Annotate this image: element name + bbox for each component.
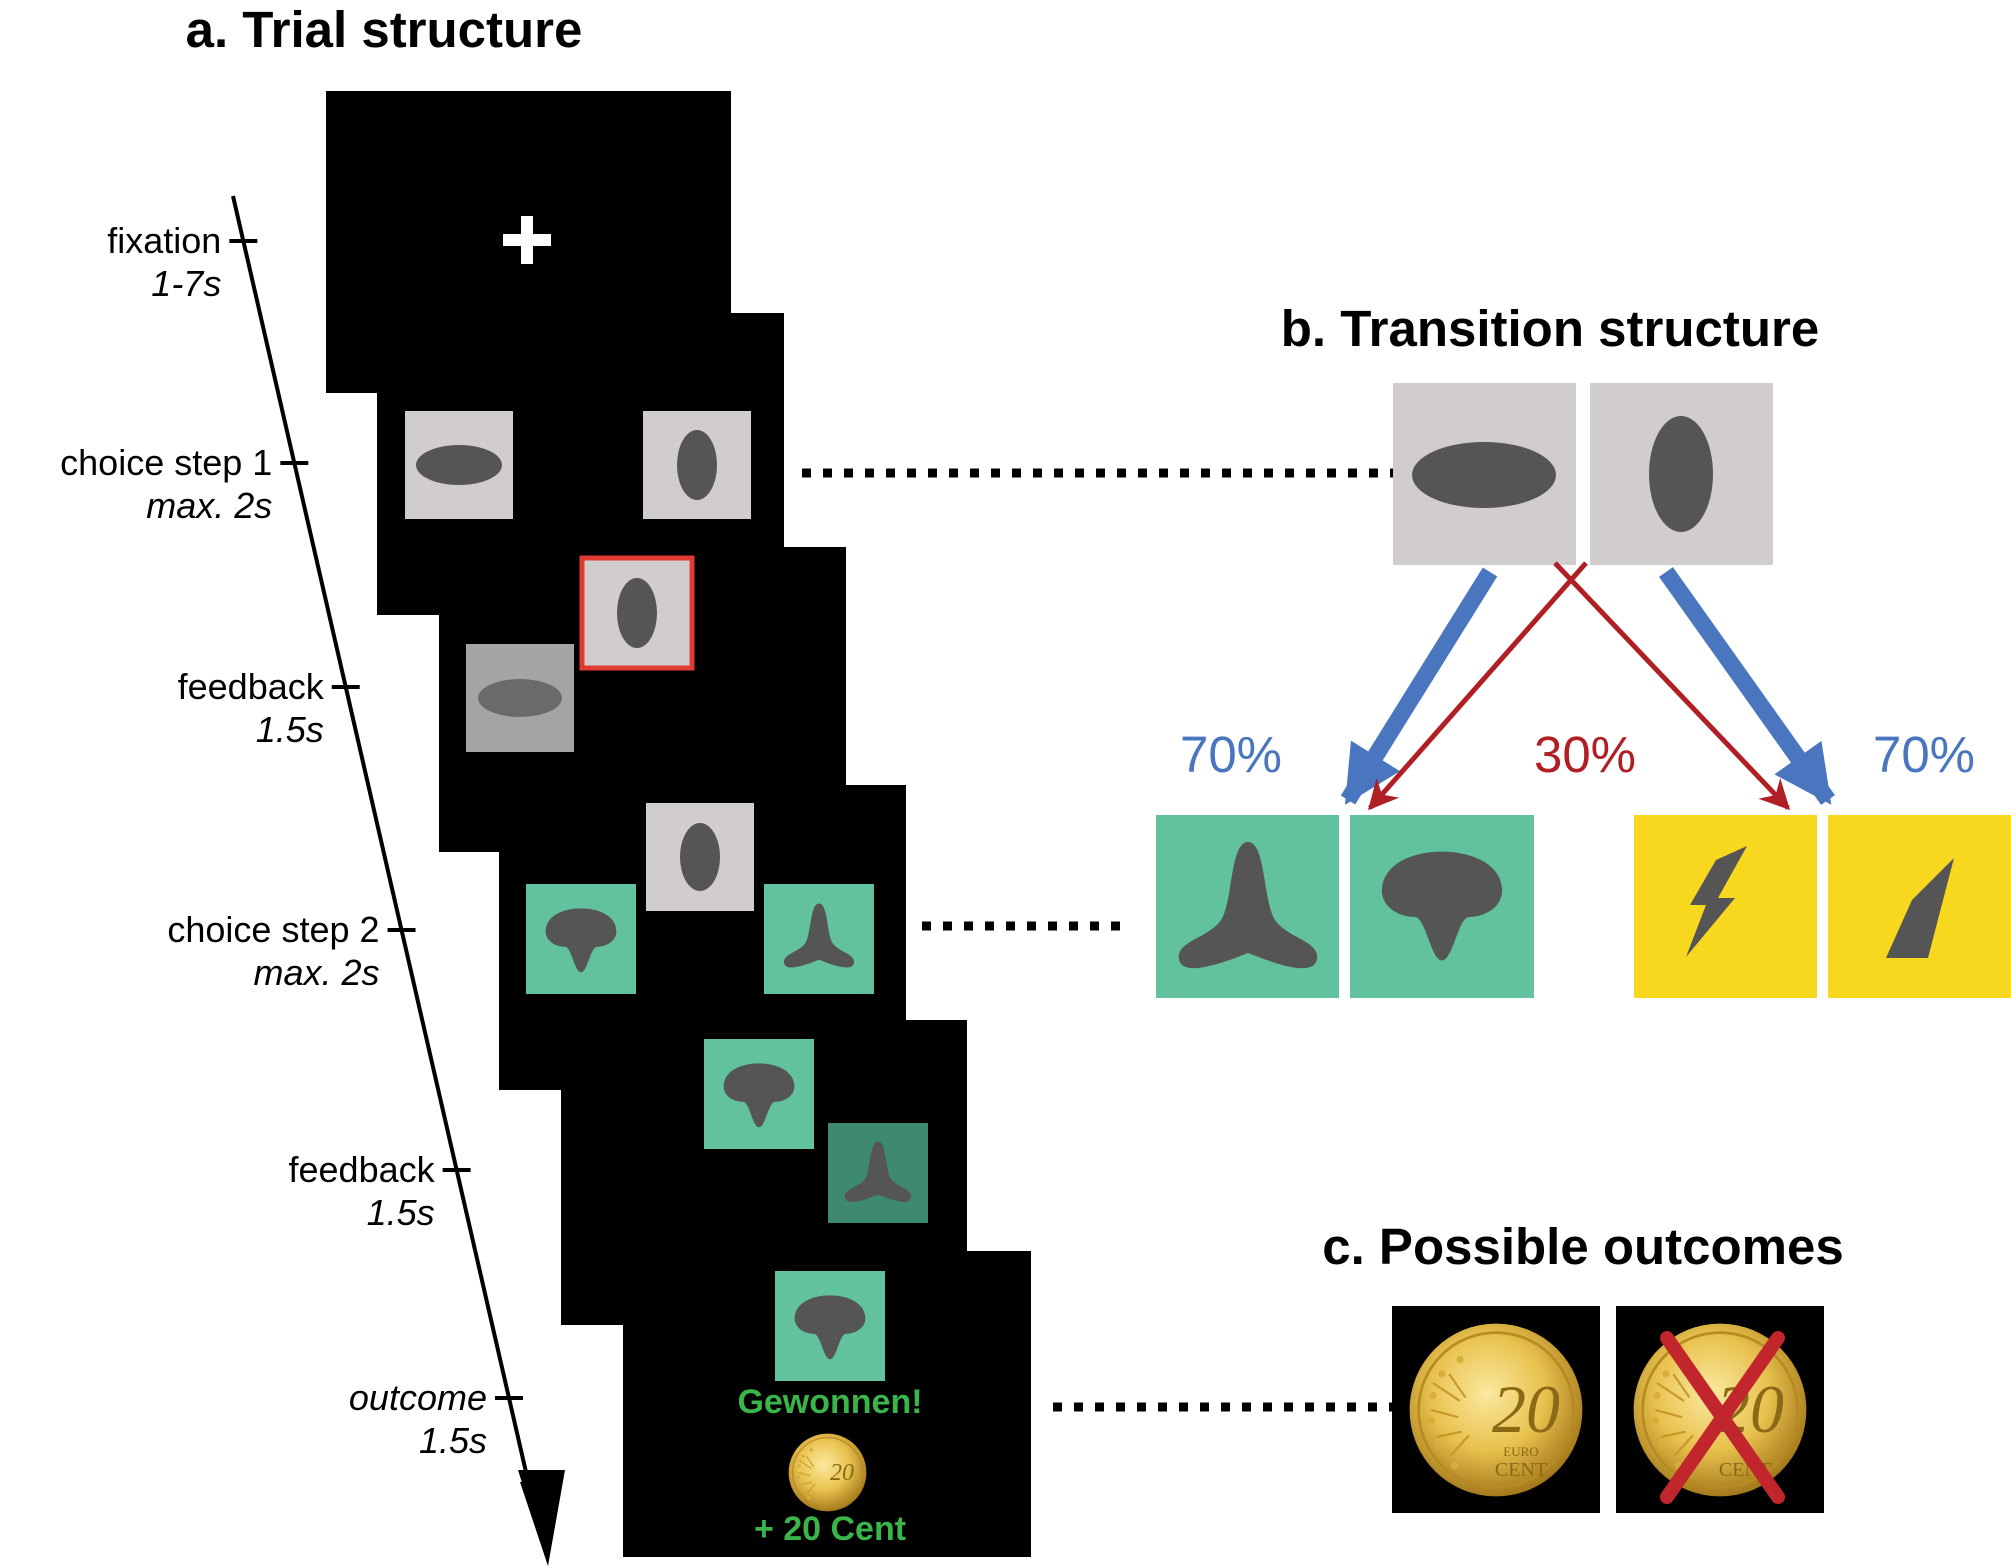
outcome-coin: 20 [788,1433,867,1512]
panel-a-title: a. Trial structure [186,1,583,58]
timeline-event-label: outcome [349,1377,487,1418]
timeline-event-label: fixation [107,220,221,261]
timeline-event-label: choice step 1 [60,442,272,483]
timeline-arrow [231,195,565,1566]
outcome-no-reward-coin: 20 CENT [1616,1306,1824,1513]
screen-outcome: Gewonnen! 20 + 20 Cent [623,1251,1031,1557]
outcome-reward-coin: 20 EURO CENT [1392,1306,1600,1513]
rare-transition-arrows [1368,561,1791,811]
second-stage-green [1156,815,1534,998]
timeline-event-label: choice step 2 [167,909,379,950]
cross-out-icon [1660,1331,1785,1504]
svg-text:20: 20 [1492,1371,1560,1447]
timeline-event-duration: 1.5s [419,1420,487,1461]
timeline-event-label: feedback [289,1149,436,1190]
panel-c-title: c. Possible outcomes [1322,1218,1844,1275]
panel-b-title: b. Transition structure [1281,300,1819,357]
common-prob-right: 70% [1873,726,1975,783]
timeline-event-duration: 1.5s [367,1192,435,1233]
first-stage-stimuli [1393,383,1773,565]
fixation-cross [503,216,551,264]
second-stage-yellow [1634,815,2011,998]
rare-prob: 30% [1534,726,1636,783]
outcome-reward: + 20 Cent [754,1510,906,1548]
timeline-event-label: feedback [178,666,325,707]
timeline-event-duration: 1.5s [256,709,324,750]
svg-text:20: 20 [830,1460,854,1486]
common-transition-arrows [1340,567,1835,805]
common-prob-left: 70% [1180,726,1282,783]
timeline-event-duration: max. 2s [146,485,272,526]
dotted-connectors [802,468,1395,1412]
outcome-message: Gewonnen! [737,1383,922,1421]
timeline-event-duration: 1-7s [151,263,221,304]
timeline-event-duration: max. 2s [253,952,379,993]
svg-text:CENT: CENT [1495,1459,1547,1481]
svg-text:EURO: EURO [1503,1444,1538,1459]
